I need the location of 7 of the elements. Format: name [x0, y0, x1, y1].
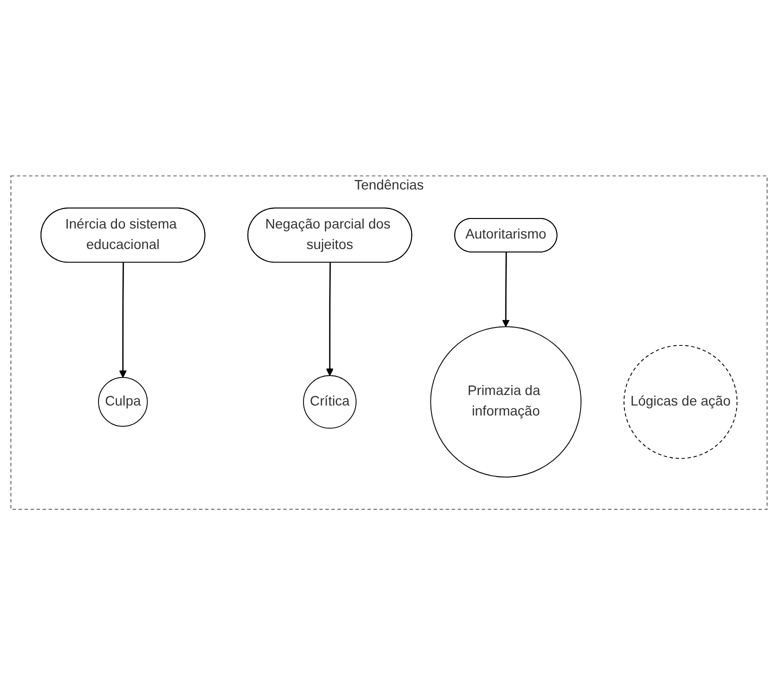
arrow: [119, 263, 127, 378]
arrow: [502, 252, 510, 328]
node-circle: Primazia da informação: [430, 326, 582, 478]
node-circle: Lógicas de ação: [624, 345, 738, 460]
node-circle: Crítica: [303, 376, 357, 430]
arrow: [326, 263, 334, 376]
node-circle: Culpa: [98, 377, 148, 428]
